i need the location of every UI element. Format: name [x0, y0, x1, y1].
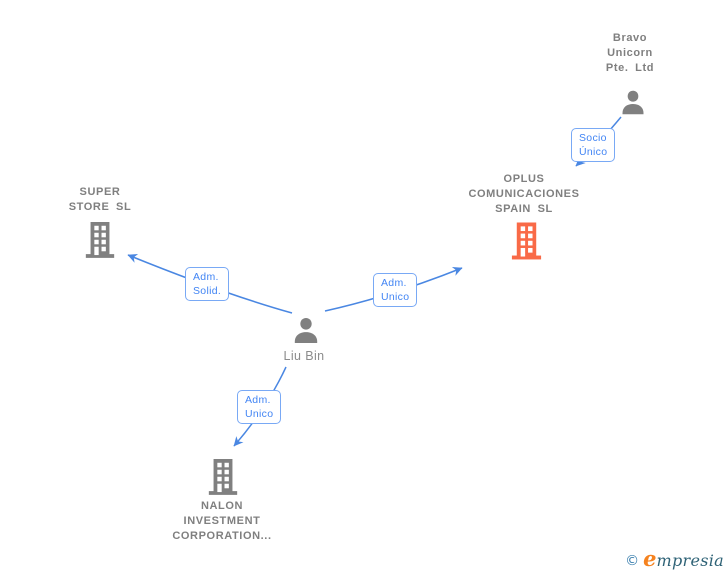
edge-label-line: Único [579, 146, 608, 158]
edge-label-line: Solid. [193, 285, 222, 297]
edge-label-adm-unico-nalon: Adm. Unico [237, 390, 282, 424]
node-label-line: STORE SL [68, 201, 132, 213]
building-icon-nalon[interactable] [206, 456, 240, 496]
person-icon-liu-bin[interactable] [290, 314, 322, 347]
edge-label-line: Adm. [381, 277, 407, 289]
node-label-line: NALON [200, 500, 244, 512]
node-label-line: Unicorn [607, 47, 653, 59]
node-label-line: SUPER [79, 186, 121, 198]
empresia-logo-text: mpresia [656, 551, 724, 570]
building-icon-oplus[interactable] [509, 220, 544, 260]
node-label-line: SPAIN SL [495, 203, 553, 215]
node-label-line: Pte. Ltd [605, 62, 655, 74]
building-icon-super-store[interactable] [83, 219, 117, 259]
node-label-super-store[interactable]: SUPER STORE SL [40, 185, 160, 215]
empresia-logo[interactable]: ©empresia [625, 546, 724, 571]
edge-label-line: Adm. [193, 271, 219, 283]
edge-label-adm-unico-oplus: Adm. Unico [373, 273, 418, 307]
node-label-oplus[interactable]: OPLUS COMUNICACIONES SPAIN SL [449, 172, 599, 217]
edge-label-adm-solid: Adm. Solid. [185, 267, 230, 301]
empresia-logo-initial: e [643, 546, 657, 571]
node-label-line: Bravo [612, 32, 648, 44]
person-icon-bravo-unicorn[interactable] [618, 87, 648, 118]
edge-label-line: Unico [245, 408, 274, 420]
node-label-line: INVESTMENT [183, 515, 261, 527]
node-label-nalon[interactable]: NALON INVESTMENT CORPORATION... [152, 499, 292, 544]
node-label-line: COMUNICACIONES [468, 188, 580, 200]
edge-label-line: Adm. [245, 394, 271, 406]
edge-label-line: Unico [381, 291, 410, 303]
node-label-line: OPLUS [503, 173, 545, 185]
node-label-liu-bin[interactable]: Liu Bin [283, 349, 325, 363]
edge-label-line: Socio [579, 132, 607, 144]
node-label-line: CORPORATION... [172, 530, 272, 542]
node-label-bravo-unicorn[interactable]: Bravo Unicorn Pte. Ltd [570, 31, 690, 76]
edge-label-socio-unico: Socio Único [571, 128, 616, 162]
copyright-icon: © [625, 553, 640, 569]
